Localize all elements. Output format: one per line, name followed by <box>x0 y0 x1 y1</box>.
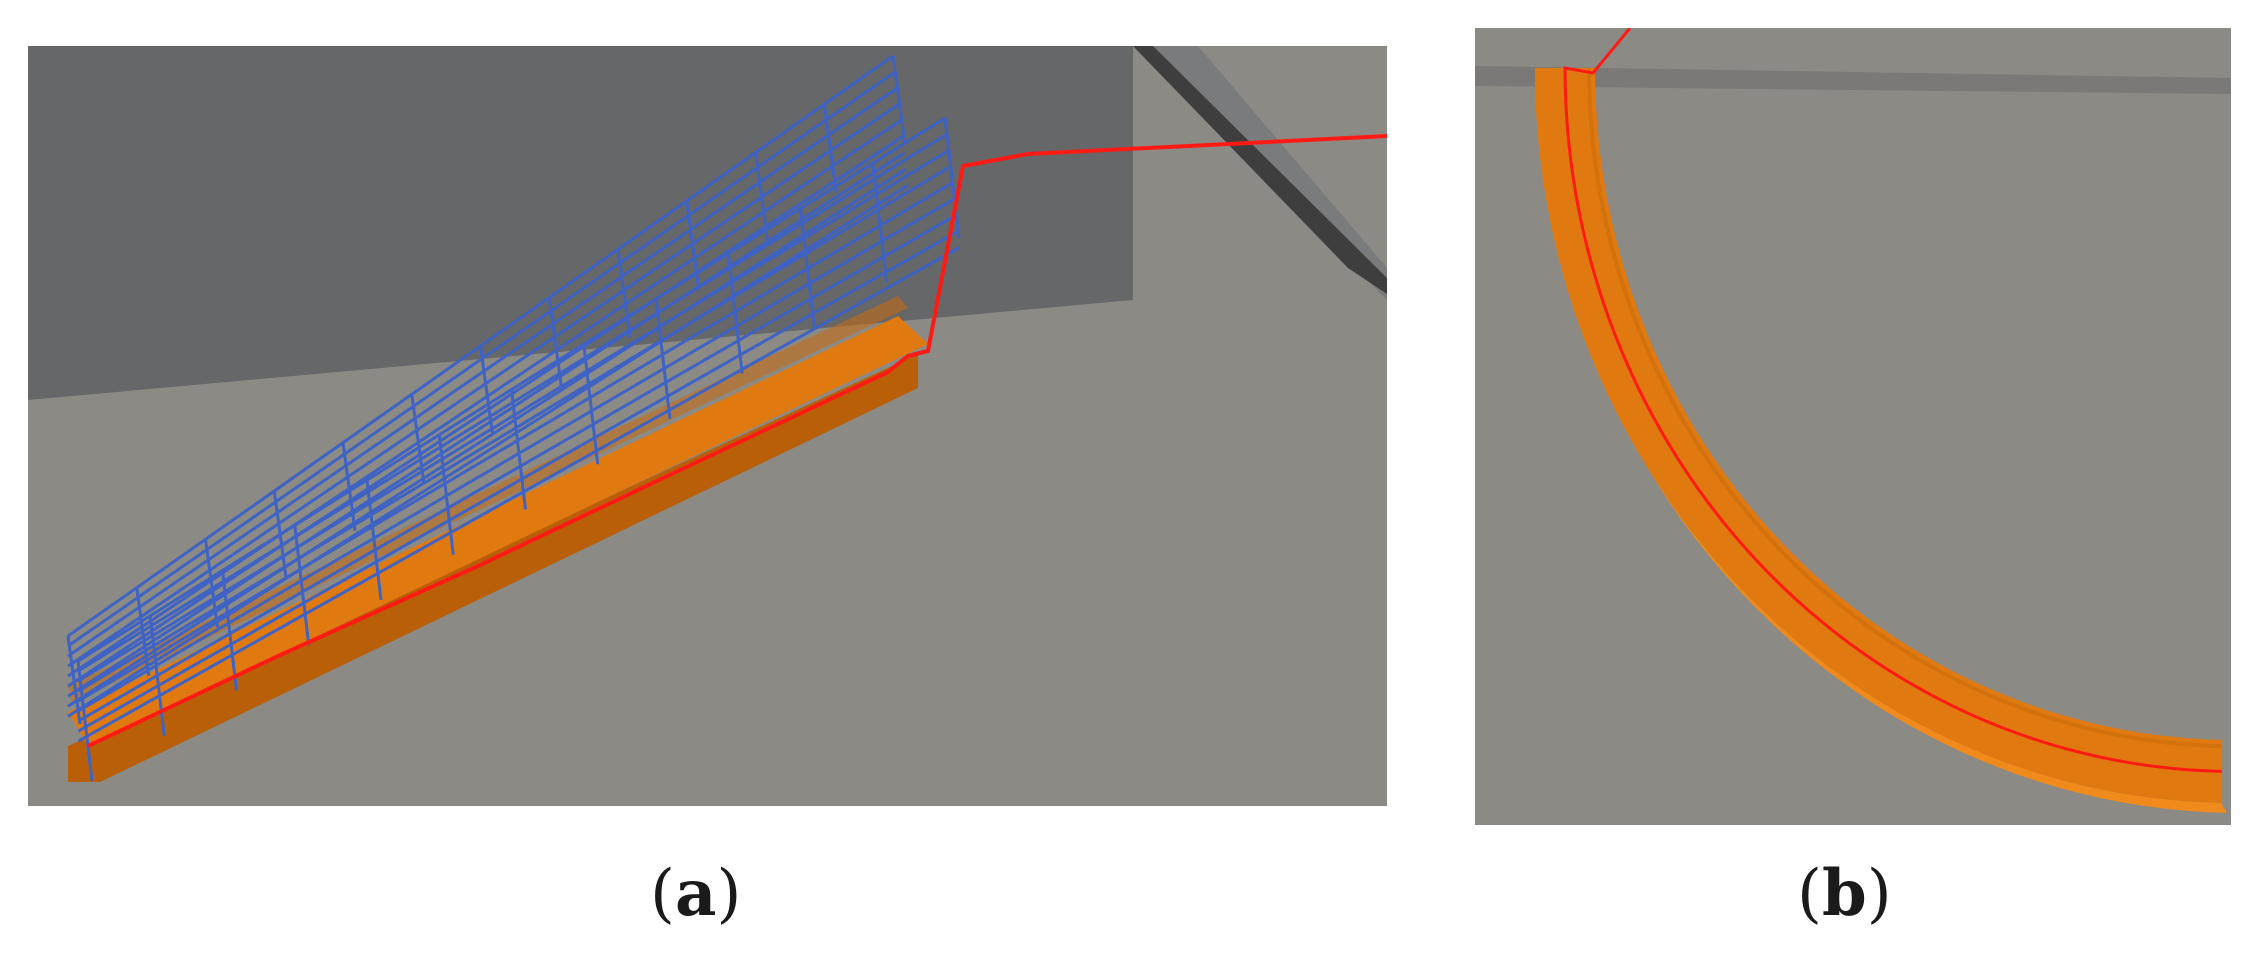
railing-post <box>365 479 383 601</box>
railing-post <box>76 660 94 782</box>
curved-ramp-scene <box>1475 28 2231 825</box>
path-line <box>1563 28 2222 773</box>
railing-post <box>204 539 219 628</box>
railing-post <box>871 163 889 284</box>
railing-post <box>822 104 838 193</box>
railing-rail <box>77 245 961 743</box>
ramp-top <box>68 316 928 746</box>
caption-b: (b) <box>1797 856 1892 931</box>
railing-post <box>891 55 907 145</box>
railing-post <box>135 587 151 676</box>
railing-post <box>293 525 311 646</box>
railing-rail <box>67 167 907 708</box>
railing-post <box>272 490 288 580</box>
ramp-inner-edge <box>1587 67 2223 749</box>
panel-a-straight-ramp <box>28 46 1387 806</box>
path-line <box>87 134 1387 748</box>
railing-post <box>685 200 701 290</box>
railing-post <box>799 208 816 329</box>
railing-rail <box>67 183 909 718</box>
curved-ramp <box>1535 67 2228 813</box>
railing-post <box>654 298 672 420</box>
railing-rail <box>67 119 902 678</box>
ramp-side <box>68 354 918 782</box>
railing-post <box>66 635 82 725</box>
railing-post <box>726 253 744 374</box>
curb-edge <box>1133 46 1387 294</box>
caption-b-letter: b <box>1821 856 1867 931</box>
ramp-top <box>1535 68 2223 803</box>
railing-post <box>582 344 600 465</box>
railing-post <box>616 249 632 338</box>
railing-post <box>510 389 527 510</box>
path-line <box>1563 28 2222 773</box>
path-line <box>87 134 1387 748</box>
caption-a-letter: a <box>674 856 717 931</box>
railing-post <box>221 570 238 691</box>
railing-rail <box>77 116 946 663</box>
caption-a: (a) <box>650 856 742 931</box>
railing-post <box>341 442 357 531</box>
railing-post <box>148 615 166 736</box>
railing-post <box>943 117 961 239</box>
straight-ramp-scene <box>28 46 1387 806</box>
railing-rail <box>67 135 904 688</box>
back-edge <box>1475 66 2231 94</box>
railing-post <box>410 394 426 483</box>
railing-post <box>547 297 563 386</box>
panel-b-curved-ramp <box>1475 28 2231 825</box>
railing-post <box>754 152 769 241</box>
railing-rail <box>67 151 906 698</box>
railing-post <box>437 434 455 555</box>
railing-post <box>479 345 494 435</box>
railing <box>66 54 961 782</box>
